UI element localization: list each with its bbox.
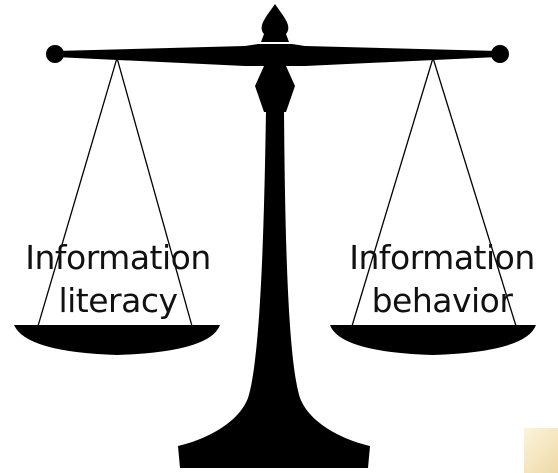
right-pan xyxy=(330,325,536,355)
collar xyxy=(255,66,295,112)
beam-end-left xyxy=(46,45,64,63)
left-pan-label-line-2: literacy xyxy=(58,281,178,320)
right-pan-label: Information behavior xyxy=(326,236,558,322)
finial xyxy=(261,4,289,42)
pillar xyxy=(178,110,370,468)
corner-decoration xyxy=(524,428,558,473)
right-pan-chains xyxy=(351,57,517,327)
beam-end-right xyxy=(491,45,509,63)
right-pan-label-line-1: Information xyxy=(349,238,535,277)
left-pan-label-line-1: Information xyxy=(25,238,211,277)
left-pan xyxy=(14,325,220,355)
left-pan-label: Information literacy xyxy=(0,236,236,322)
right-pan-label-line-2: behavior xyxy=(371,281,513,320)
crossbeam xyxy=(55,44,498,66)
left-pan-chains xyxy=(37,57,193,327)
